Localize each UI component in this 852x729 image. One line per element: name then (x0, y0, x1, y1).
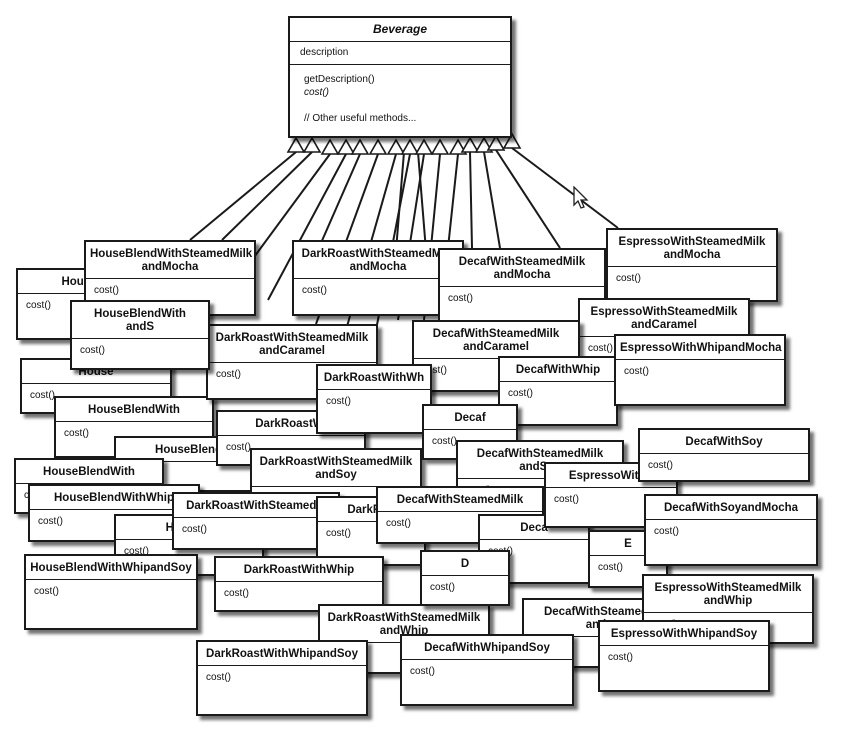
class-box: EspressoWithWhipandMocha cost() (614, 334, 786, 406)
class-method: cost() (224, 588, 249, 599)
class-method: cost() (432, 436, 457, 447)
class-name: EspressoWithWhipandSoy (600, 622, 768, 646)
class-method: cost() (648, 460, 673, 471)
class-method: cost() (30, 390, 55, 401)
class-name: DarkRoastWi (218, 412, 364, 436)
class-method: cost() (508, 388, 533, 399)
beverage-class-name: Beverage (290, 18, 510, 42)
class-name: E (590, 532, 666, 556)
inheritance-arrowhead-icon (430, 138, 450, 155)
class-name: Deca (480, 516, 588, 540)
class-method: cost() (616, 273, 641, 284)
inheritance-arrowhead-icon (460, 136, 480, 153)
inheritance-arrowhead-icon (336, 138, 356, 155)
class-name: EspressoWithWhipandMocha (616, 336, 784, 360)
class-method: cost() (326, 528, 351, 539)
class-name: D (422, 552, 508, 576)
class-box: EspressoWithWhipandSoy cost() (598, 620, 770, 692)
class-name: DecafWithWhipandSoy (402, 636, 572, 660)
beverage-comment: // Other useful methods... (304, 113, 417, 124)
class-method: cost() (554, 494, 579, 505)
class-name: HouseBlendWith (56, 398, 212, 422)
class-method: cost() (26, 300, 51, 311)
inheritance-arrowhead-icon (486, 134, 506, 151)
class-method: cost() (64, 428, 89, 439)
class-method: cost() (430, 582, 455, 593)
inheritance-arrowhead-icon (286, 136, 306, 153)
inheritance-arrowhead-icon (400, 138, 420, 155)
class-method: cost() (448, 293, 473, 304)
class-name: DarkRoastWithSteamedM (174, 494, 338, 518)
class-name: DecafWithSoyandMocha (646, 496, 816, 520)
class-name: HouseBlendWithWhipandSoy (26, 556, 196, 580)
class-name: EspressoWithS (546, 464, 676, 488)
class-name: DecafWithSoy (640, 430, 808, 454)
class-method: cost() (302, 285, 327, 296)
class-method: cost() (94, 285, 119, 296)
class-method: cost() (34, 586, 59, 597)
class-method: cost() (206, 672, 231, 683)
class-method: cost() (624, 366, 649, 377)
class-method: cost() (38, 516, 63, 527)
class-box: DarkRoastWithWh cost() (316, 364, 432, 434)
inheritance-arrowhead-icon (302, 136, 322, 153)
class-method: cost() (422, 365, 447, 376)
class-method: cost() (182, 524, 207, 535)
class-method: cost() (80, 345, 105, 356)
class-method: cost() (598, 562, 623, 573)
class-box: DarkRoastWithSteamedM cost() (172, 492, 340, 550)
class-name: HouseBlendW (116, 438, 272, 462)
class-name: HouseBlendWith (16, 460, 162, 484)
beverage-superclass-box: Beverage description getDescription() co… (288, 16, 512, 138)
class-name: DarkRoastWithWhip (216, 558, 382, 582)
class-method: cost() (326, 396, 351, 407)
class-box: DecafWithSoyandMocha cost() (644, 494, 818, 566)
inheritance-arrowhead-icon (368, 138, 388, 155)
class-method: cost() (386, 518, 411, 529)
class-method: cost() (216, 369, 241, 380)
class-box: HouseBlendWithWhipandSoy cost() (24, 554, 198, 630)
beverage-method-get-description: getDescription() (304, 74, 375, 85)
class-name: DecafWithWhip (500, 358, 616, 382)
beverage-method-cost: cost() (304, 87, 329, 98)
inheritance-arrowhead-icon (414, 138, 434, 155)
class-method: cost() (608, 652, 633, 663)
beverage-attribute: description (290, 42, 510, 65)
class-box: DarkRoastWithWhipandSoy cost() (196, 640, 368, 716)
class-name: HouseBlendWithWhip (30, 486, 198, 510)
class-method: cost() (588, 343, 613, 354)
class-name: DecafWithSteamedMilk (378, 488, 542, 512)
inheritance-arrowhead-icon (502, 132, 522, 149)
class-box: DecafWithSoy cost() (638, 428, 810, 482)
inheritance-arrowhead-icon (386, 138, 406, 155)
inheritance-arrowhead-icon (350, 138, 370, 155)
class-name: DarkRoastWithWh (318, 366, 430, 390)
class-method: cost() (654, 526, 679, 537)
class-name: Decaf (424, 406, 516, 430)
class-box: DarkRoastWithWhip cost() (214, 556, 384, 612)
class-method: cost() (226, 442, 251, 453)
beverage-methods: getDescription() cost() // Other useful … (290, 65, 510, 133)
class-name: DarkRoastWithWhipandSoy (198, 642, 366, 666)
class-method: cost() (410, 666, 435, 677)
class-box: DecafWithWhipandSoy cost() (400, 634, 574, 706)
mouse-cursor-icon (573, 186, 589, 209)
class-method: cost() (124, 546, 149, 557)
inheritance-arrowhead-icon (320, 138, 340, 155)
